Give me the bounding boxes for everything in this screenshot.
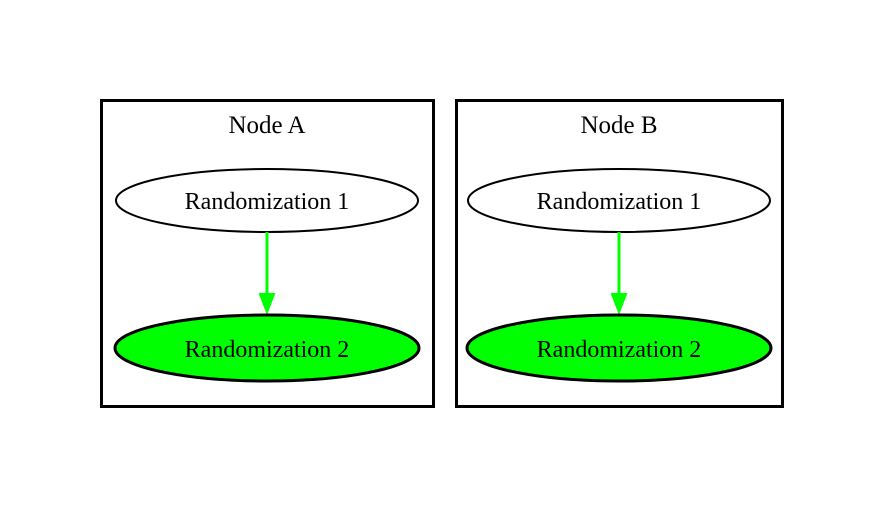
cluster-node-b[interactable]: Node B Randomization 1 Randomization 2: [455, 99, 784, 408]
edge-a-1-to-2-arrowhead-icon: [258, 293, 276, 315]
node-a-randomization-1-label: Randomization 1: [185, 189, 350, 215]
cluster-node-a[interactable]: Node A Randomization 1 Randomization 2: [100, 99, 435, 408]
node-b-randomization-2-label: Randomization 2: [537, 337, 702, 363]
edge-b-1-to-2[interactable]: [610, 232, 628, 315]
node-a-randomization-2-shape: [113, 313, 421, 383]
node-b-randomization-2-shape: [465, 313, 773, 383]
node-a-randomization-2[interactable]: Randomization 2: [113, 313, 421, 383]
edge-a-1-to-2[interactable]: [258, 232, 276, 315]
edge-b-1-to-2-arrowhead-icon: [610, 293, 628, 315]
node-a-randomization-2-label: Randomization 2: [185, 337, 350, 363]
node-b-randomization-1-label: Randomization 1: [537, 189, 702, 215]
cluster-node-a-title: Node A: [228, 112, 305, 139]
node-b-randomization-1[interactable]: Randomization 1: [467, 168, 771, 233]
node-b-randomization-2[interactable]: Randomization 2: [465, 313, 773, 383]
node-a-randomization-1[interactable]: Randomization 1: [115, 168, 419, 233]
cluster-node-b-title: Node B: [580, 112, 657, 139]
